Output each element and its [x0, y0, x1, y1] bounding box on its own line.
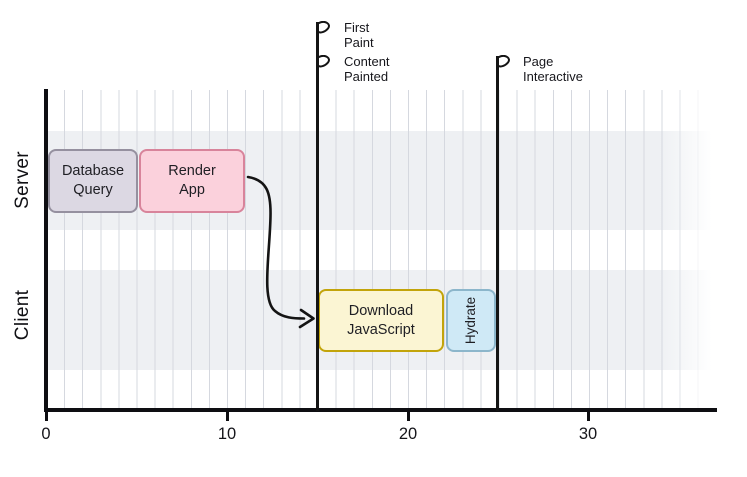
x-axis-line — [44, 408, 717, 412]
x-tick-label: 10 — [217, 425, 237, 443]
x-tick-10 — [225, 412, 229, 421]
task-render-app: Render App — [139, 149, 245, 213]
row-label-client: Client — [12, 289, 33, 341]
milestone-label-page-interactive: Page Interactive — [523, 54, 583, 84]
x-tick-label: 0 — [41, 425, 51, 443]
minor-gridlines — [46, 90, 708, 408]
milestone-pole-15 — [316, 22, 319, 411]
milestone-label-first-paint: First Paint — [344, 20, 374, 50]
x-tick-label: 20 — [398, 425, 418, 443]
task-download-javascript: Download JavaScript — [318, 289, 444, 352]
task-label: Hydrate — [463, 296, 479, 345]
task-label: Database Query — [61, 163, 125, 198]
flag-icon — [318, 21, 330, 34]
milestone-pole-25 — [496, 56, 499, 411]
x-tick-label: 30 — [578, 425, 598, 443]
x-tick-30 — [586, 412, 590, 421]
x-tick-0 — [44, 412, 48, 421]
milestone-label-content-painted: Content Painted — [344, 54, 390, 84]
task-label: Render App — [168, 163, 216, 198]
task-hydrate: Hydrate — [446, 289, 496, 352]
task-database-query: Database Query — [48, 149, 138, 213]
flag-icon — [318, 55, 330, 68]
row-label-server: Server — [12, 151, 33, 209]
y-axis-line — [44, 89, 48, 411]
flag-icon — [498, 55, 510, 68]
task-label: Download JavaScript — [347, 302, 415, 338]
x-tick-20 — [406, 412, 410, 421]
